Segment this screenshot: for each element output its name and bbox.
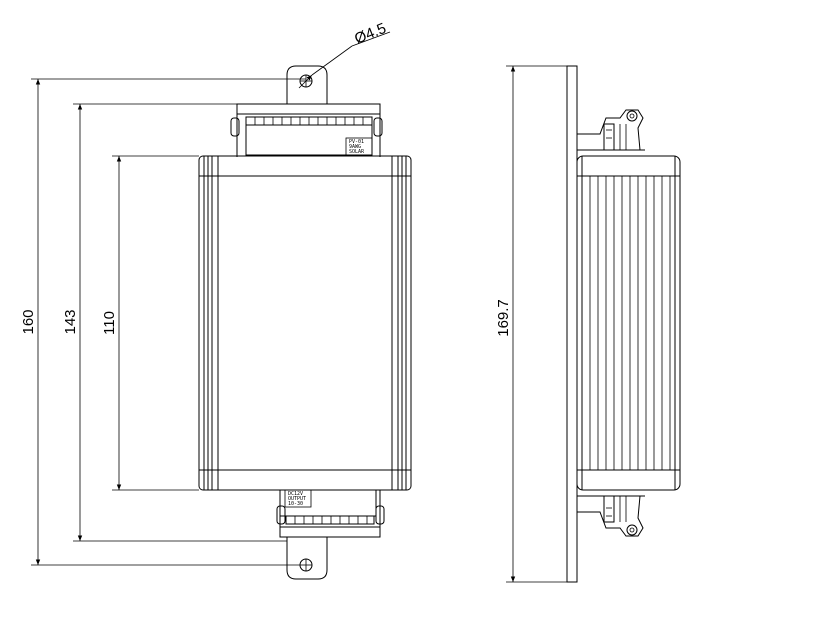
dimension-side-height: 169.7 bbox=[495, 65, 567, 583]
side-lower-bracket bbox=[576, 495, 645, 537]
top-terminal-block: PV-01 9AWG SOLAR bbox=[245, 116, 373, 156]
side-upper-bracket bbox=[576, 109, 645, 151]
dimension-label-hole-diameter: Ø4.5 bbox=[352, 20, 389, 48]
dimension-hole-diameter: Ø4.5 bbox=[298, 20, 391, 89]
top-terminal-label-line-2: 9AWG bbox=[349, 144, 361, 150]
dimension-label-160: 160 bbox=[20, 309, 37, 334]
bottom-bracket bbox=[276, 490, 385, 538]
top-mounting-tab bbox=[286, 65, 328, 104]
heat-sink-fins bbox=[589, 176, 671, 470]
top-terminal-label-line-3: SOLAR bbox=[349, 149, 365, 155]
dimension-body-height: 110 bbox=[101, 155, 199, 491]
dimension-label-110: 110 bbox=[101, 311, 118, 335]
dimension-overall-height: 160 bbox=[20, 78, 306, 566]
dimension-label-143: 143 bbox=[62, 309, 79, 334]
dimension-label-169-7: 169.7 bbox=[495, 299, 512, 337]
top-terminal-label-line-1: PV-01 bbox=[349, 139, 364, 145]
top-terminal-label-plate bbox=[345, 137, 373, 156]
dimension-hole-spacing: 143 bbox=[62, 103, 380, 542]
bottom-terminal-block: DC12V OUTPUT 10-30 bbox=[279, 489, 377, 525]
side-enclosure-body bbox=[576, 155, 681, 491]
bottom-terminal-label-line-1: DC12V bbox=[288, 491, 303, 497]
side-view: 169.7 bbox=[495, 65, 681, 583]
bottom-terminal-label-line-2: OUTPUT bbox=[288, 496, 306, 502]
enclosure-body bbox=[198, 155, 412, 491]
side-mounting-plate bbox=[566, 65, 578, 583]
bottom-terminal-label-line-3: 10-30 bbox=[288, 501, 303, 507]
front-view: PV-01 9AWG SOLAR DC12V OUTPUT 10-30 bbox=[20, 20, 412, 580]
bottom-mounting-tab bbox=[286, 537, 328, 580]
bottom-terminal-label-plate bbox=[284, 489, 312, 508]
